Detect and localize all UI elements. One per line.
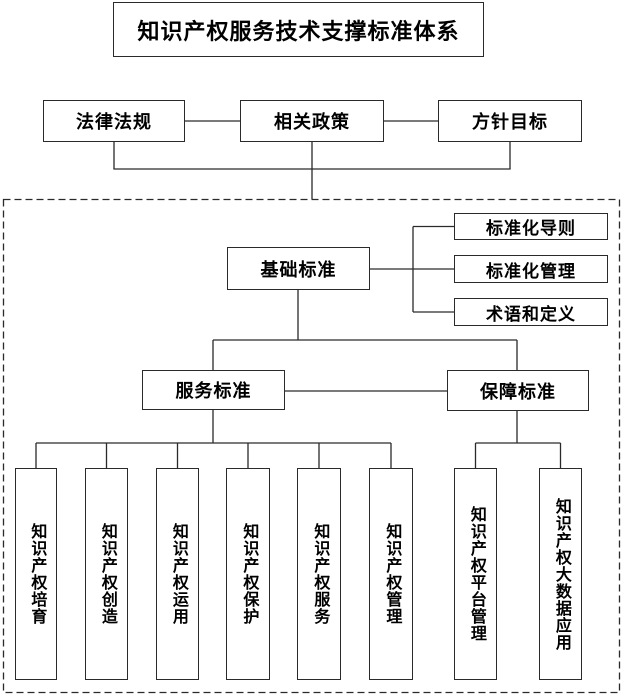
node-ip-creation-label: 知识产权创造 [98,523,116,625]
node-ip-protection: 知识产权保护 [226,468,270,680]
node-ip-platform-management-label: 知识产权平台管理 [467,506,485,642]
node-standardization-management: 标准化管理 [454,255,608,283]
node-ip-bigdata-application: 知识产权大数据应用 [539,468,582,680]
node-ip-bigdata-application-label: 知识产权大数据应用 [552,497,570,651]
node-terms-definitions: 术语和定义 [454,298,608,326]
node-ip-cultivation: 知识产权培育 [15,468,57,680]
node-guarantee-standard: 保障标准 [447,370,589,411]
node-base-standard: 基础标准 [227,247,370,290]
diagram-title: 知识产权服务技术支撑标准体系 [113,2,484,57]
node-ip-platform-management: 知识产权平台管理 [454,468,497,680]
node-ip-protection-label: 知识产权保护 [240,523,258,625]
node-ip-cultivation-label: 知识产权培育 [28,523,46,625]
node-ip-service-label: 知识产权服务 [311,523,329,625]
node-service-standard: 服务标准 [142,370,285,410]
node-policy-goals: 方针目标 [438,100,582,142]
node-ip-utilization: 知识产权运用 [156,468,199,680]
node-ip-management: 知识产权管理 [369,468,413,680]
node-ip-management-label: 知识产权管理 [383,523,401,625]
node-laws-regulations: 法律法规 [43,100,185,142]
node-ip-service: 知识产权服务 [297,468,341,680]
node-standardization-guidelines: 标准化导则 [454,213,608,240]
node-related-policies: 相关政策 [240,100,384,142]
node-ip-creation: 知识产权创造 [85,468,128,680]
node-ip-utilization-label: 知识产权运用 [169,523,187,625]
